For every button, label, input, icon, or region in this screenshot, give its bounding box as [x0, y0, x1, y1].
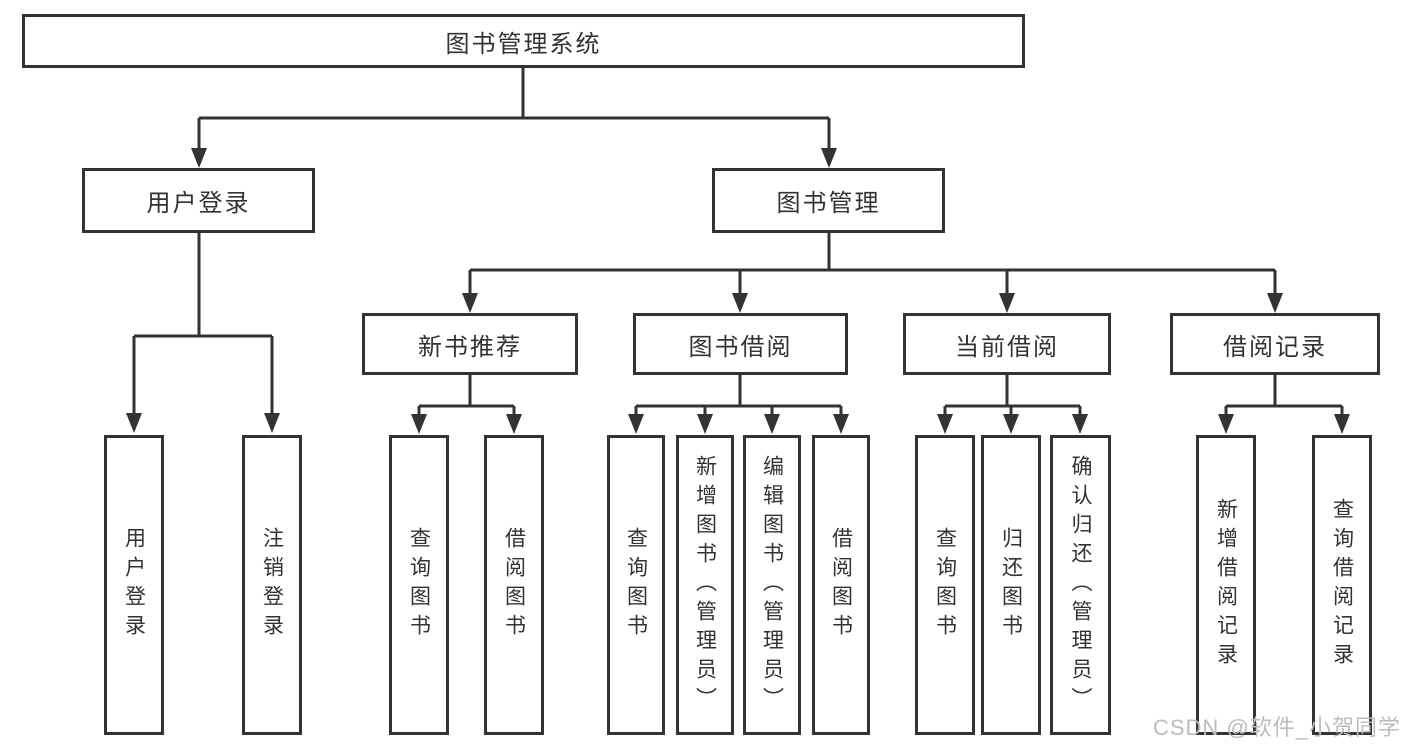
- leaf-query-borrow-record: 查询借阅记录: [1312, 435, 1372, 735]
- connector-user-login-children: [126, 233, 280, 433]
- leaf-recommend-borrow-books-label: 借阅图书: [502, 527, 526, 643]
- leaf-confirm-return-admin-label: 确认归还（管理员）: [1069, 454, 1092, 716]
- leaf-current-query-books: 查询图书: [915, 435, 975, 735]
- leaf-add-borrow-record: 新增借阅记录: [1196, 435, 1256, 735]
- leaf-borrow-query-books: 查询图书: [607, 435, 665, 735]
- leaf-user-login: 用户登录: [104, 435, 164, 735]
- node-user-login: 用户登录: [82, 168, 315, 233]
- node-book-borrow: 图书借阅: [633, 313, 848, 375]
- leaf-logout-label: 注销登录: [260, 527, 284, 643]
- node-library-management-system: 图书管理系统: [22, 14, 1025, 68]
- leaf-query-borrow-record-label: 查询借阅记录: [1330, 498, 1354, 672]
- leaf-borrow-books: 借阅图书: [812, 435, 870, 735]
- leaf-recommend-borrow-books: 借阅图书: [484, 435, 544, 735]
- leaf-add-borrow-record-label: 新增借阅记录: [1214, 498, 1238, 672]
- connector-records-children: [1218, 375, 1350, 434]
- leaf-confirm-return-admin: 确认归还（管理员）: [1050, 435, 1111, 735]
- leaf-edit-book-admin-label: 编辑图书（管理员）: [760, 454, 784, 716]
- csdn-watermark: CSDN @软件_小贺同学: [1152, 715, 1401, 740]
- leaf-logout: 注销登录: [242, 435, 302, 735]
- leaf-borrow-query-books-label: 查询图书: [624, 527, 648, 643]
- node-book-management: 图书管理: [712, 168, 945, 233]
- node-borrow-records: 借阅记录: [1170, 313, 1380, 375]
- leaf-current-query-books-label: 查询图书: [933, 527, 957, 643]
- leaf-edit-book-admin: 编辑图书（管理员）: [743, 435, 801, 735]
- leaf-return-books-label: 归还图书: [999, 527, 1023, 643]
- leaf-user-login-label: 用户登录: [122, 527, 146, 643]
- leaf-return-books: 归还图书: [981, 435, 1041, 735]
- leaf-add-book-admin: 新增图书（管理员）: [676, 435, 734, 735]
- leaf-recommend-query-books-label: 查询图书: [407, 527, 431, 643]
- node-current-borrow: 当前借阅: [903, 313, 1111, 375]
- leaf-add-book-admin-label: 新增图书（管理员）: [693, 454, 717, 716]
- connector-book-borrow-children: [628, 375, 849, 434]
- connector-book-mgmt-children: [462, 233, 1283, 313]
- connector-cur-borrow-children: [937, 375, 1088, 434]
- connector-new-rec-children: [411, 375, 522, 434]
- leaf-recommend-query-books: 查询图书: [389, 435, 449, 735]
- connector-root-to-level2: [191, 68, 837, 168]
- leaf-borrow-books-label: 借阅图书: [829, 527, 853, 643]
- node-new-book-recommend: 新书推荐: [362, 313, 578, 375]
